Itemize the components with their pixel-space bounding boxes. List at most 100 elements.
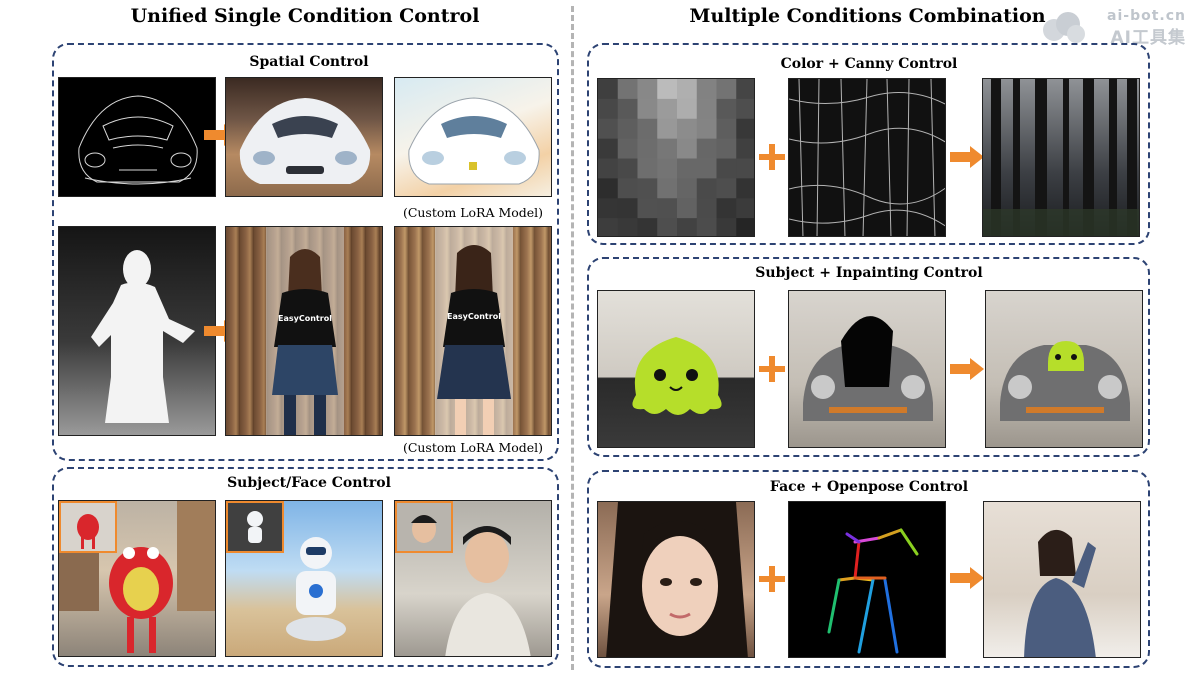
color-pixel-cell	[598, 178, 619, 199]
subject-face-control-title: Subject/Face Control	[227, 475, 391, 491]
custom-lora-caption-1: (Custom LoRA Model)	[402, 205, 544, 220]
color-canny-title: Color + Canny Control	[780, 56, 958, 72]
color-pixel-cell	[637, 98, 658, 120]
color-pixel-cell	[657, 198, 678, 219]
color-pixel-cell	[736, 158, 754, 179]
subject-inpainting-panel	[587, 257, 1150, 457]
color-pixel-cell	[716, 218, 737, 236]
color-pixel-cell	[657, 79, 678, 100]
color-pixel-cell	[598, 218, 619, 236]
subject-inpainting-title: Subject + Inpainting Control	[755, 265, 983, 281]
color-pixel-cell	[598, 98, 619, 120]
plus-icon	[759, 144, 785, 170]
section-divider	[571, 6, 574, 670]
generated-forest-image	[982, 78, 1140, 237]
color-pixel-cell	[598, 158, 619, 179]
color-pixel-cell	[617, 118, 638, 140]
spatial-control-title: Spatial Control	[249, 54, 369, 70]
color-pixel-cell	[736, 98, 754, 120]
color-pixel-cell	[696, 98, 717, 120]
color-pixel-cell	[598, 118, 619, 140]
color-pixel-cell	[736, 218, 754, 236]
canny-edge-forest-image	[788, 78, 946, 237]
color-pixel-cell	[617, 178, 638, 199]
color-pixel-cell	[716, 198, 737, 219]
color-pixel-cell	[736, 118, 754, 140]
masked-car-image	[788, 290, 946, 448]
right-section-heading: Multiple Conditions Combination	[689, 5, 1046, 27]
color-pixel-cell	[637, 118, 658, 140]
inpainted-car-image	[985, 290, 1143, 448]
arrow-right-icon	[950, 567, 984, 589]
spatial-control-panel	[52, 43, 559, 461]
color-pixel-cell	[716, 158, 737, 179]
generated-woman-image: EasyControl	[225, 226, 383, 436]
color-pixel-cell	[617, 198, 638, 219]
robot-beach-image	[225, 500, 383, 657]
color-pixel-cell	[716, 138, 737, 159]
red-monster-street-image	[58, 500, 216, 657]
color-pixel-cell	[637, 198, 658, 219]
color-pixel-cell	[617, 218, 638, 236]
color-pixel-cell	[696, 158, 717, 179]
custom-lora-woman-image: EasyControl	[394, 226, 552, 436]
depth-silhouette-image	[58, 226, 216, 436]
openpose-skeleton-image	[788, 501, 946, 658]
color-pixel-cell	[716, 98, 737, 120]
color-pixel-cell	[736, 178, 754, 199]
color-pixel-cell	[716, 178, 737, 199]
color-pixel-cell	[677, 158, 698, 179]
color-pixel-cell	[736, 138, 754, 159]
canny-edge-car-image	[58, 77, 216, 197]
generated-pose-woman-image	[983, 501, 1141, 658]
reference-face-inset	[395, 501, 453, 553]
color-pixel-cell	[637, 79, 658, 100]
color-pixel-cell	[696, 79, 717, 100]
color-pixel-cell	[677, 138, 698, 159]
color-pixel-cell	[677, 218, 698, 236]
color-pixel-cell	[657, 98, 678, 120]
color-palette-image	[597, 78, 755, 237]
color-pixel-cell	[598, 198, 619, 219]
color-pixel-cell	[716, 118, 737, 140]
color-pixel-cell	[657, 178, 678, 199]
custom-lora-car-image	[394, 77, 552, 197]
boy-portrait-image	[394, 500, 552, 657]
color-pixel-cell	[657, 158, 678, 179]
color-pixel-cell	[637, 158, 658, 179]
left-section-heading: Unified Single Condition Control	[130, 5, 480, 27]
color-pixel-cell	[637, 178, 658, 199]
color-pixel-cell	[598, 138, 619, 159]
color-pixel-cell	[736, 198, 754, 219]
color-canny-panel	[587, 43, 1150, 245]
color-pixel-cell	[677, 118, 698, 140]
color-pixel-cell	[696, 138, 717, 159]
color-pixel-cell	[657, 118, 678, 140]
custom-lora-caption-2: (Custom LoRA Model)	[402, 440, 544, 455]
color-pixel-cell	[677, 198, 698, 219]
shirt-text: EasyControl	[278, 314, 332, 323]
watermark: ai-bot.cn AI工具集	[1040, 8, 1190, 48]
face-openpose-panel	[587, 470, 1150, 668]
face-openpose-title: Face + Openpose Control	[769, 479, 969, 495]
plus-icon	[759, 566, 785, 592]
color-pixel-cell	[736, 79, 754, 100]
shirt-text-lora: EasyControl	[447, 312, 501, 321]
watermark-line-1: ai-bot.cn	[1107, 8, 1186, 24]
color-pixel-cell	[598, 79, 619, 100]
color-pixel-cell	[637, 138, 658, 159]
color-pixel-cell	[677, 98, 698, 120]
arrow-right-icon	[950, 146, 984, 168]
arrow-right-icon	[950, 358, 984, 380]
color-pixel-cell	[716, 79, 737, 100]
color-pixel-cell	[617, 158, 638, 179]
color-pixel-cell	[637, 218, 658, 236]
watermark-logo-icon	[1043, 12, 1085, 43]
reference-robot-inset	[226, 501, 284, 553]
reference-face-image	[597, 501, 755, 658]
color-pixel-cell	[696, 178, 717, 199]
octopus-plush-image	[597, 290, 755, 448]
color-pixel-cell	[617, 79, 638, 100]
color-pixel-cell	[677, 178, 698, 199]
plus-icon	[759, 356, 785, 382]
